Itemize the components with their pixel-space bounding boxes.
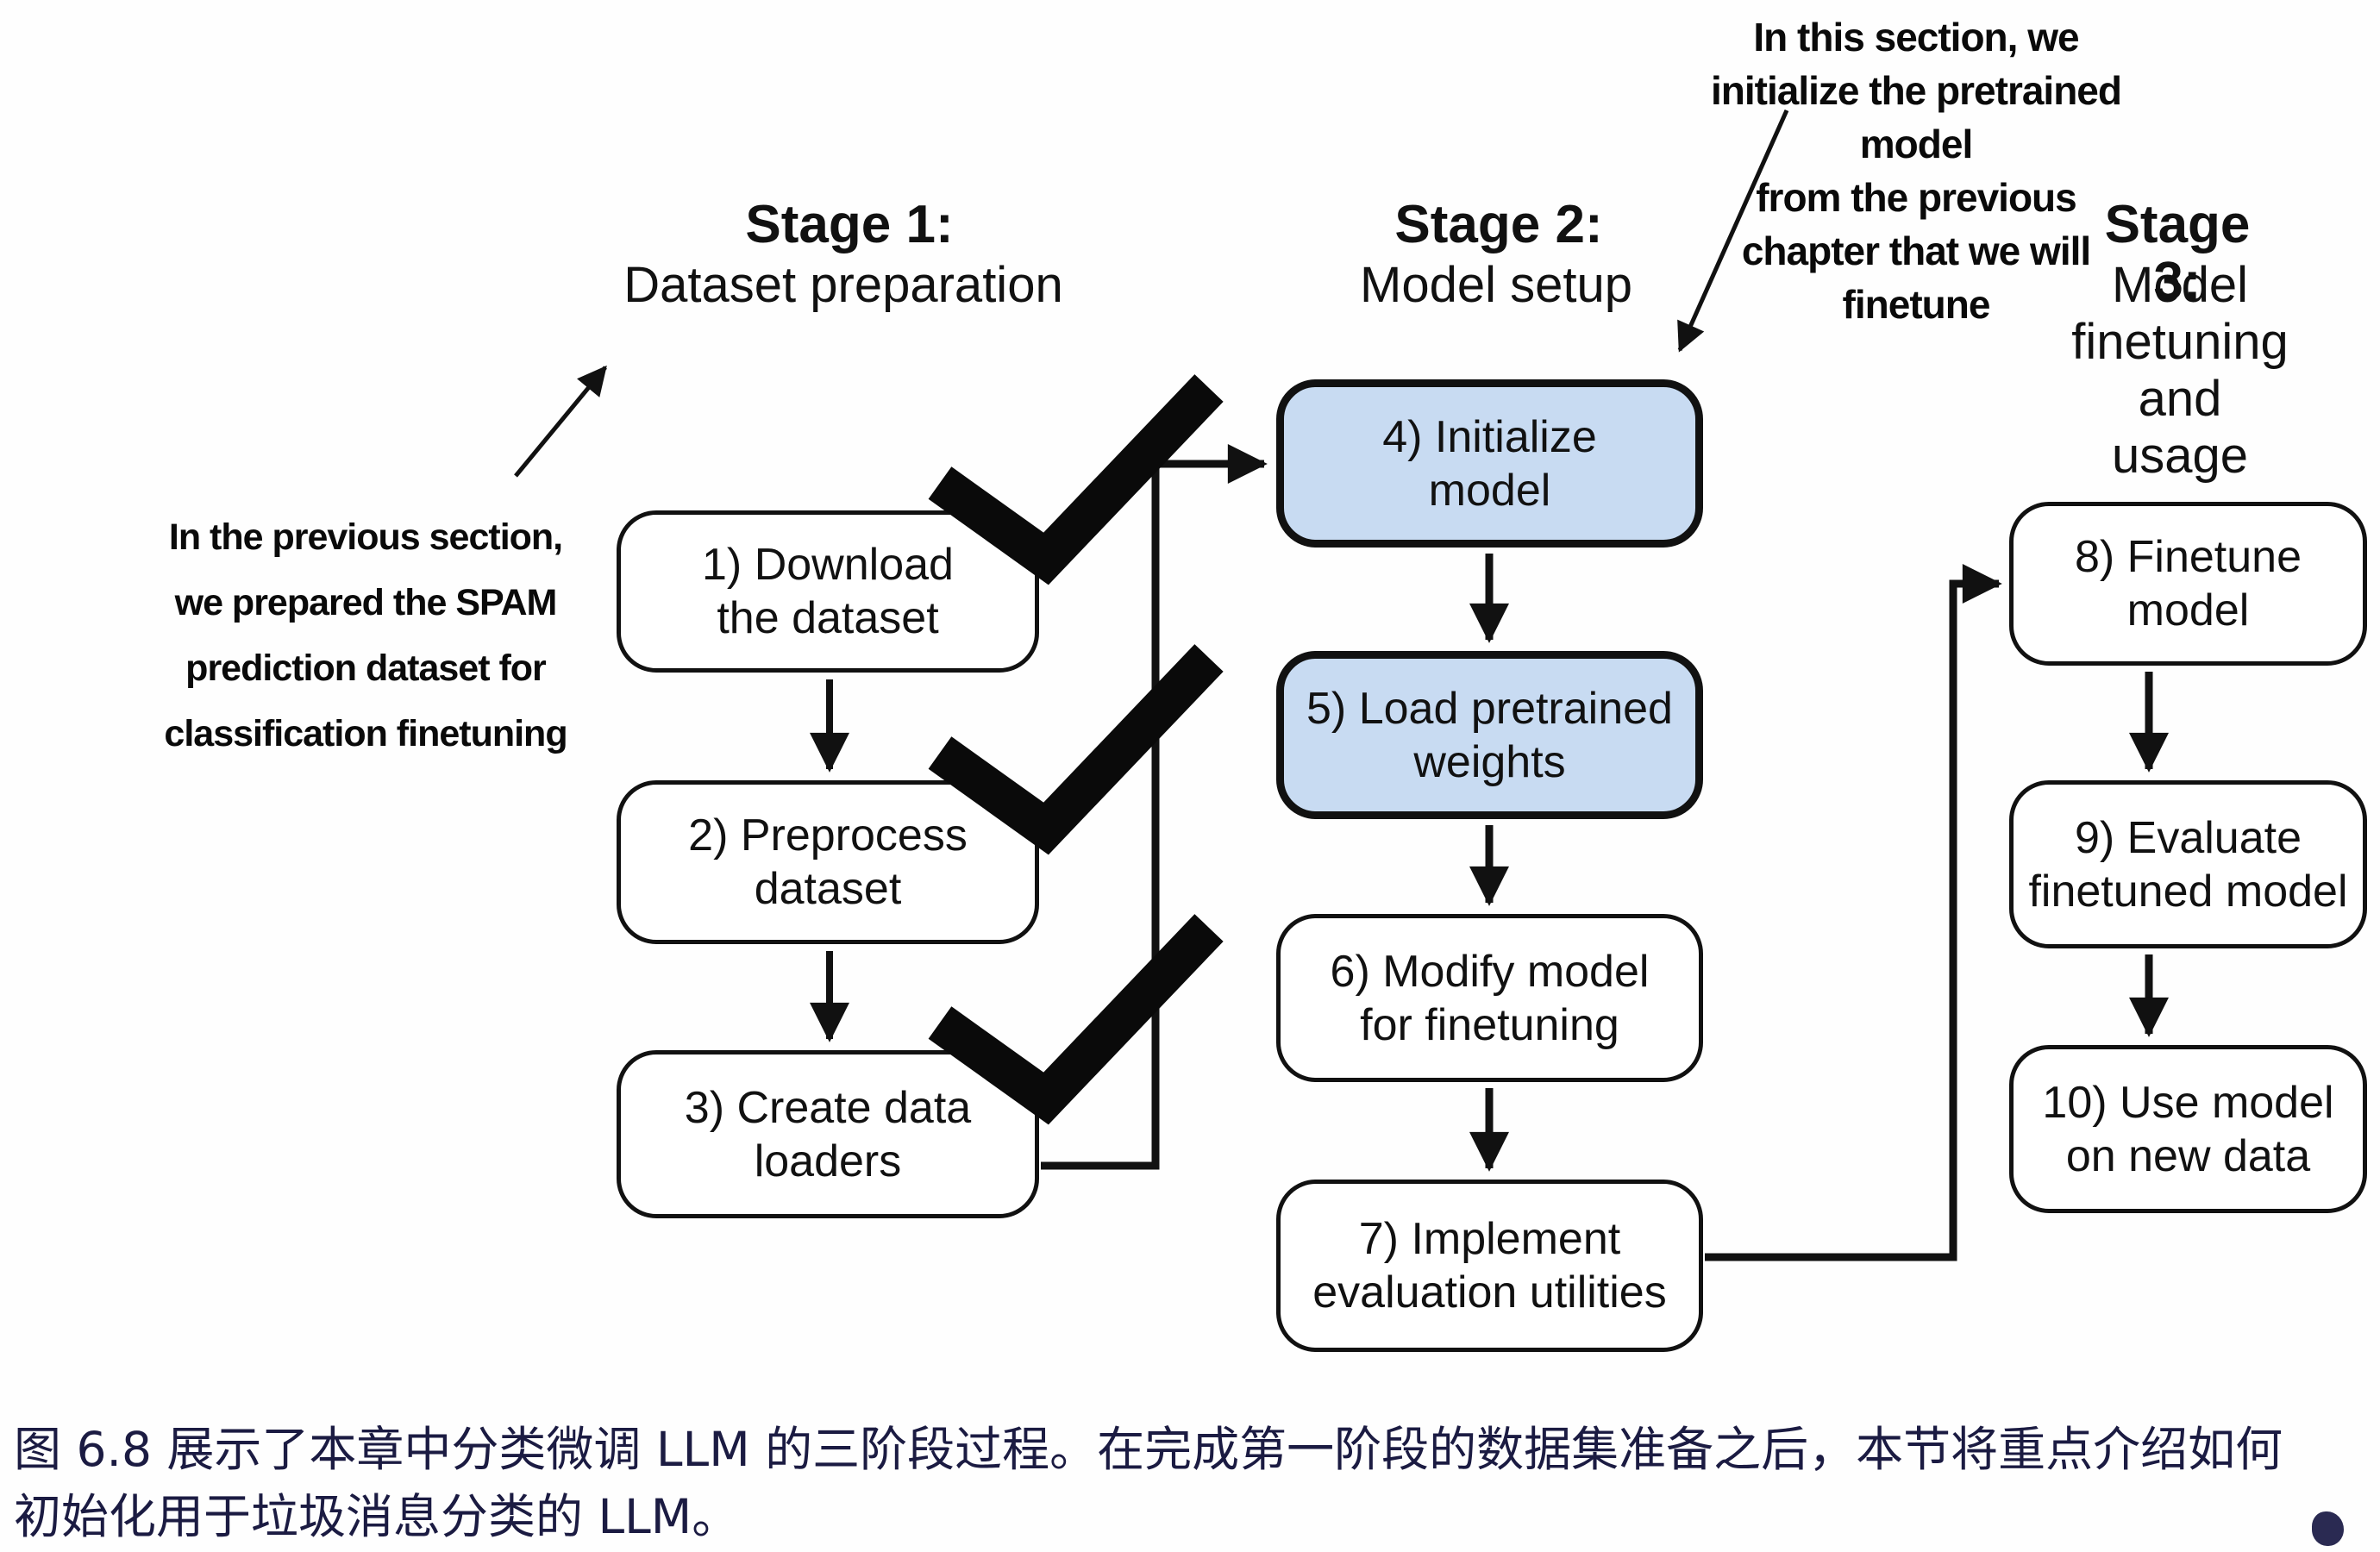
step-9-evaluate-finetuned-model: 9) Evaluate finetuned model [2009, 780, 2367, 948]
stray-mark [2312, 1511, 2344, 1546]
stage-3-title: Stage 3: [2104, 195, 2251, 311]
step-5-label: 5) Load pretrained weights [1306, 683, 1673, 787]
step-5-load-pretrained-weights: 5) Load pretrained weights [1276, 651, 1703, 819]
stage-1-subtitle: Dataset preparation [623, 257, 1063, 313]
arrow-left-annotation-to-stage1 [514, 365, 607, 478]
stage-1-title: Stage 1: [745, 195, 954, 254]
step-10-label: 10) Use model on new data [2042, 1077, 2334, 1181]
stage-2-subtitle: Model setup [1360, 257, 1632, 313]
step-9-label: 9) Evaluate finetuned model [2028, 812, 2348, 917]
step-2-label: 2) Preprocess dataset [688, 810, 968, 914]
step-8-label: 8) Finetune model [2074, 532, 2302, 635]
step-3-create-data-loaders: 3) Create data loaders [617, 1050, 1039, 1218]
step-3-label: 3) Create data loaders [684, 1082, 972, 1186]
figure-caption: 图 6.8 展示了本章中分类微调 LLM 的三阶段过程。在完成第一阶段的数据集准… [14, 1422, 2283, 1544]
step-4-initialize-model: 4) Initialize model [1276, 379, 1703, 548]
step-8-finetune-model: 8) Finetune model [2009, 502, 2367, 666]
step-6-label: 6) Modify model for finetuning [1330, 946, 1650, 1050]
step-7-implement-evaluation-utilities: 7) Implement evaluation utilities [1276, 1180, 1703, 1352]
annotation-spam-dataset-prepared: In the previous section, we prepared the… [164, 516, 567, 754]
stage-2-title: Stage 2: [1394, 195, 1603, 254]
annotation-initialize-pretrained-model: In this section, we initialize the pretr… [1711, 15, 2122, 327]
connector-step3-to-step4 [1041, 444, 1268, 1170]
step-4-label: 4) Initialize model [1382, 411, 1597, 516]
connector-step7-to-step8 [1705, 564, 2002, 1261]
step-1-download-dataset: 1) Download the dataset [617, 510, 1039, 673]
step-2-preprocess-dataset: 2) Preprocess dataset [617, 780, 1039, 944]
step-10-use-model-new-data: 10) Use model on new data [2009, 1045, 2367, 1213]
step-1-label: 1) Download the dataset [702, 540, 954, 643]
step-6-modify-model: 6) Modify model for finetuning [1276, 914, 1703, 1082]
step-7-label: 7) Implement evaluation utilities [1312, 1214, 1667, 1317]
stage-3-subtitle: Model finetuning and usage [2071, 257, 2289, 484]
